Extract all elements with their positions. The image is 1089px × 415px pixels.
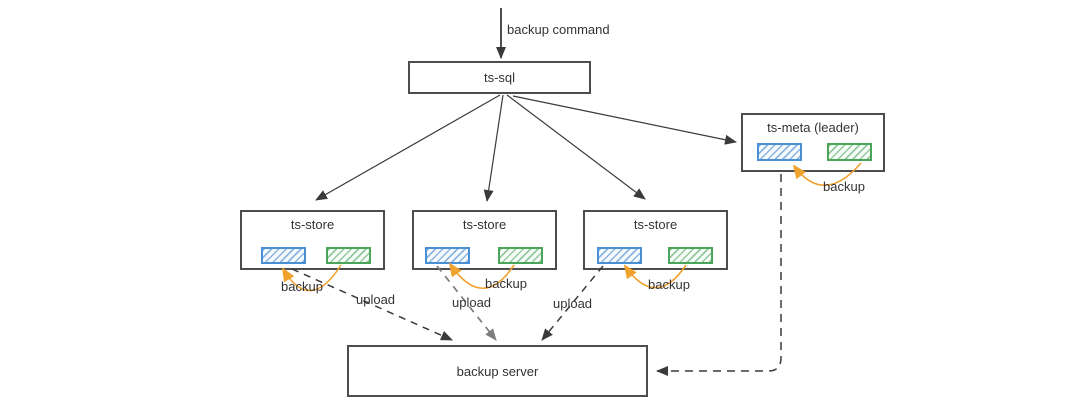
node-ts-meta-label: ts-meta (leader) xyxy=(767,120,859,135)
node-backup-server: backup server xyxy=(347,345,648,397)
edge-label-upload-3: upload xyxy=(553,296,593,311)
node-backup-server-label: backup server xyxy=(456,363,539,379)
edge-label-upload-2: upload xyxy=(452,295,492,310)
ts-store-1-green-hatched-partition xyxy=(326,247,371,264)
ts-store-1-blue-hatched-partition xyxy=(261,247,306,264)
ts-store-2-green-hatched-partition xyxy=(498,247,543,264)
node-ts-meta-leader: ts-meta (leader) xyxy=(741,113,885,172)
arrow-ts-sql-to-ts-store-3 xyxy=(506,94,646,200)
edge-label-upload-1: upload xyxy=(356,292,396,307)
node-ts-store-2-label: ts-store xyxy=(462,217,507,232)
node-ts-store-3-label: ts-store xyxy=(633,217,678,232)
arrow-ts-sql-to-ts-store-2 xyxy=(483,94,504,202)
edge-label-backup-2: backup xyxy=(485,276,527,291)
ts-store-3-green-hatched-partition xyxy=(668,247,713,264)
node-ts-store-1-label: ts-store xyxy=(290,217,335,232)
ts-store-2-blue-hatched-partition xyxy=(425,247,470,264)
edge-label-backup-1: backup xyxy=(281,279,323,294)
node-ts-sql-label: ts-sql xyxy=(483,70,516,85)
dashed-ts-meta-to-backup-server xyxy=(656,174,782,376)
edge-label-backup-meta: backup xyxy=(823,179,865,194)
ts-meta-green-hatched-partition xyxy=(827,143,872,161)
edge-label-backup-command: backup command xyxy=(507,22,610,37)
ts-meta-blue-hatched-partition xyxy=(757,143,802,161)
node-ts-sql: ts-sql xyxy=(408,61,591,94)
arrow-ts-sql-to-ts-store-1 xyxy=(315,94,501,201)
edge-label-backup-3: backup xyxy=(648,277,690,292)
arrow-ts-sql-to-ts-meta xyxy=(512,95,737,145)
ts-store-3-blue-hatched-partition xyxy=(597,247,642,264)
